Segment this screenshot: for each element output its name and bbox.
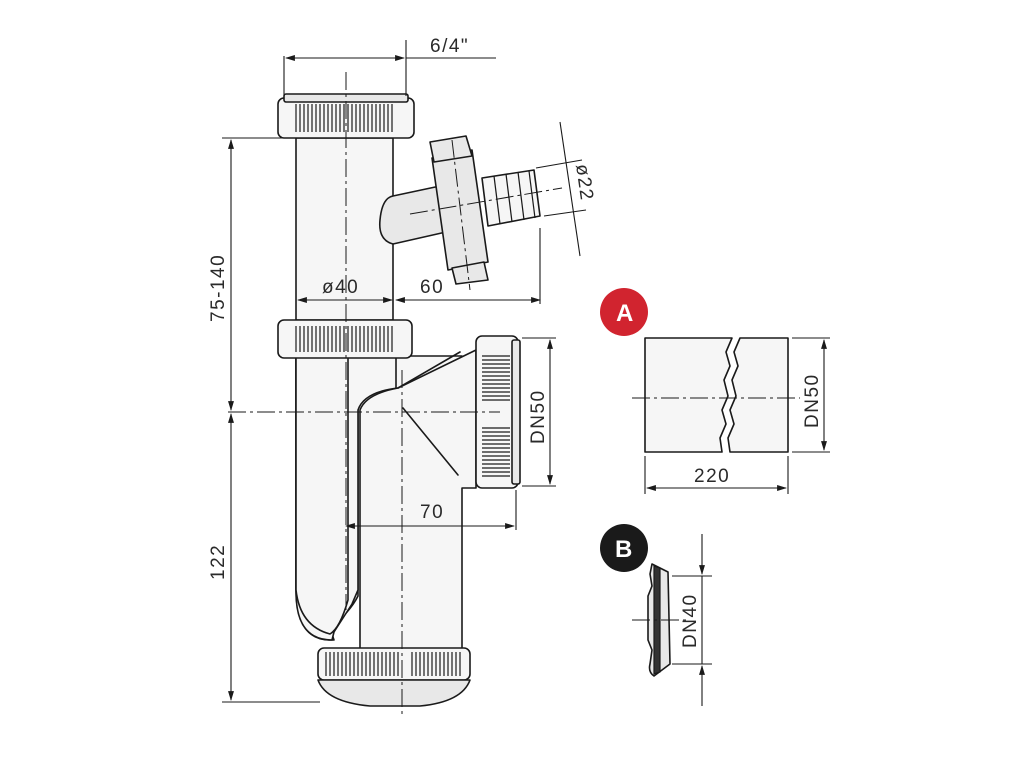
dim-outlet-dn: DN50 — [528, 389, 549, 444]
badge-b — [600, 524, 648, 572]
dim-height-range: 75-140 — [208, 254, 229, 322]
hose-connector — [378, 135, 541, 285]
middle-nut — [277, 319, 413, 359]
pipe-segment — [644, 337, 733, 453]
trap-cap-edge — [397, 351, 461, 389]
dim-pipe-diameter: ø40 — [322, 277, 359, 298]
trap-left-leg — [295, 355, 349, 635]
badge-a — [600, 288, 648, 336]
badge-a-label: A — [616, 300, 633, 327]
dimensions: 6/4" 75-140 122 ø40 60 ø22 DN50 70 — [208, 36, 597, 703]
detail-a: A DN50 220 — [600, 288, 830, 494]
detail-b-size: DN40 — [680, 593, 701, 648]
dim-hose-diameter: ø22 — [571, 163, 597, 203]
detail-a-length: 220 — [694, 466, 730, 487]
hose-stub — [378, 185, 447, 245]
dim-top-width: 6/4" — [430, 36, 469, 57]
hose-barb — [481, 169, 541, 227]
detail-b: B DN40 — [600, 524, 712, 706]
bottom-nut — [317, 647, 471, 707]
siphon-assembly — [228, 72, 563, 718]
bottom-cap — [317, 679, 471, 707]
dim-bottom-height: 122 — [208, 544, 229, 580]
badge-b-label: B — [615, 536, 632, 563]
outlet-riser — [359, 349, 477, 651]
upper-tube — [295, 137, 394, 321]
detail-a-size: DN50 — [802, 373, 823, 428]
trap-divider — [402, 407, 459, 476]
dim-hose-offset: 60 — [420, 277, 444, 298]
dim-outlet-offset: 70 — [420, 502, 444, 523]
